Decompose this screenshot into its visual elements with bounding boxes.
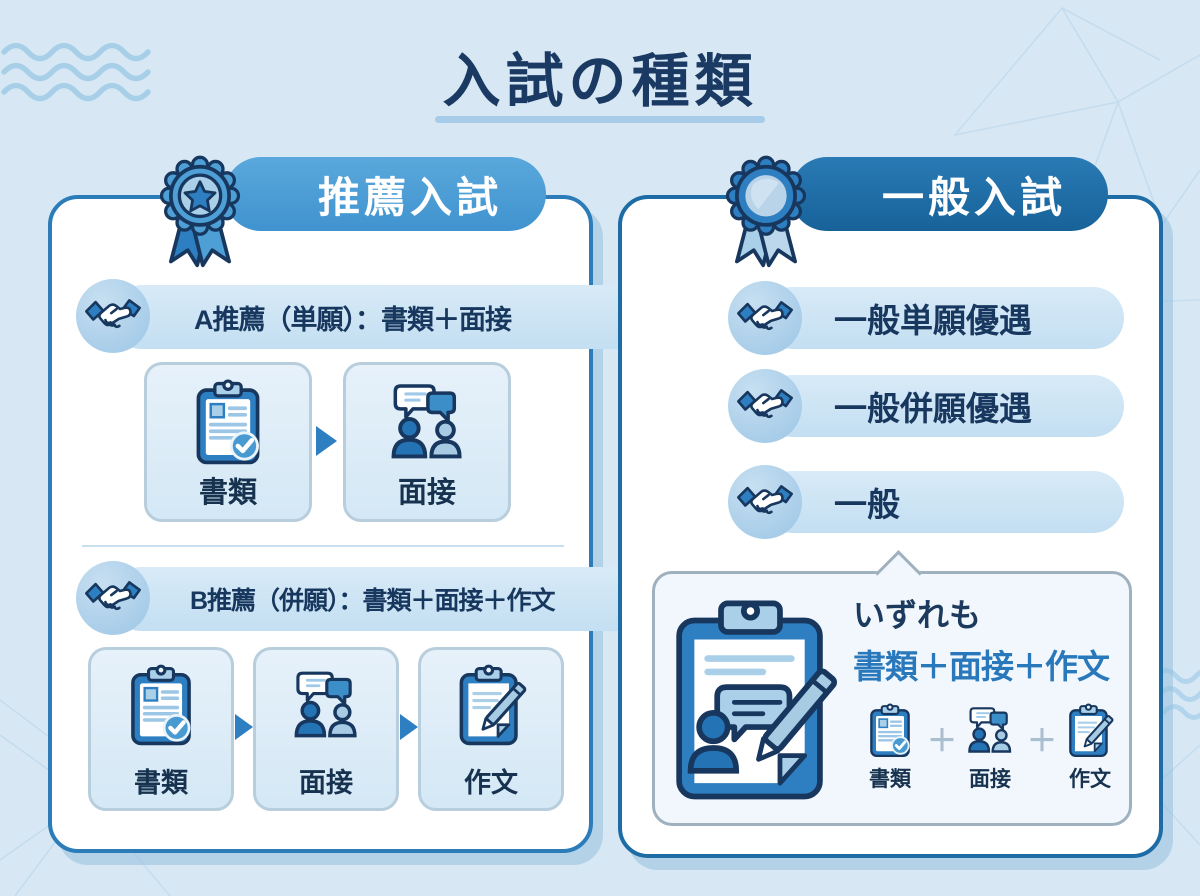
title-underline [435,116,765,123]
step-label: 作文 [464,768,518,798]
step-label: 書類 [134,768,188,798]
general-header-pill: 一般入試 [790,157,1108,231]
section-b-label: B推薦（併願）：書類＋面接＋作文 [190,587,556,615]
mini-step-interview: 面接 [953,702,1027,793]
option-label: 一般併願優遇 [834,390,1032,427]
callout-steps: 書類 ＋ 面接 ＋ 作文 [853,702,1129,793]
interview-icon [287,662,365,750]
handshake-badge [728,369,802,443]
section-a-pill: A推薦（単願）：書類＋面接 [110,285,652,349]
flow-arrow-icon [316,426,337,456]
mini-step-label: 書類 [869,768,911,791]
step-label: 面接 [397,477,456,509]
recommendation-header-label: 推薦入試 [317,173,502,221]
step-card-interview: 面接 [253,647,399,811]
page-title: 入試の種類 [442,49,758,114]
flow-arrow-icon [235,714,253,740]
option-pill: 一般併願優遇 [762,375,1124,437]
general-header-label: 一般入試 [881,173,1066,221]
recommendation-header-pill: 推薦入試 [224,157,546,231]
callout-box: いずれも 書類＋面接＋作文 書類 ＋ 面接 ＋ 作文 [652,550,1132,826]
handshake-icon [736,377,794,435]
step-card-interview: 面接 [343,362,511,522]
section-a-label: A推薦（単願）：書類＋面接 [194,304,512,335]
recommendation-panel: 推薦入試 A推薦（単願）：書類＋面接 書類 面接 B推薦（併願）：書類＋面接＋作… [48,155,652,853]
handshake-icon [84,287,142,345]
step-label: 面接 [299,768,353,798]
step-card-documents: 書類 [88,647,234,811]
callout-formula: 書類＋面接＋作文 [853,648,1110,685]
handshake-badge [728,281,802,355]
section-divider [82,545,564,547]
handshake-icon [736,289,794,347]
handshake-badge [76,561,150,635]
handshake-badge [728,465,802,539]
mini-step-label: 面接 [969,768,1011,791]
document-check-icon [122,662,200,750]
mini-step-essay: 作文 [1053,702,1127,793]
callout-content: いずれも 書類＋面接＋作文 書類 ＋ 面接 ＋ 作文 [853,590,1129,793]
interview-icon [963,702,1017,760]
plus-separator: ＋ [927,725,957,758]
essay-icon [452,662,530,750]
document-check-icon [184,377,272,469]
option-label: 一般 [834,486,900,523]
option-label: 一般単願優遇 [834,302,1032,339]
option-pill: 一般単願優遇 [762,287,1124,349]
handshake-icon [736,473,794,531]
callout-heading: いずれも [853,597,982,633]
step-card-documents: 書類 [144,362,312,522]
option-pill: 一般 [762,471,1124,533]
interview-icon [383,377,471,469]
plus-separator: ＋ [1027,725,1057,758]
section-b-pill: B推薦（併願）：書類＋面接＋作文 [110,567,652,631]
wave-lines-icon [1153,668,1200,720]
star-rosette-icon [159,155,241,268]
general-panel: 一般入試 一般単願優遇 一般併願優遇 一般 いずれも 書類＋面接＋作文 書類 ＋ [618,155,1163,858]
mini-step-documents: 書類 [853,702,927,793]
handshake-badge [76,279,150,353]
document-check-icon [863,702,917,760]
wave-lines-icon [1,42,151,102]
step-label: 書類 [198,477,257,509]
essay-icon [1063,702,1117,760]
step-card-essay: 作文 [418,647,564,811]
mini-step-label: 作文 [1069,768,1111,791]
handshake-icon [84,569,142,627]
medal-rosette-icon [725,155,807,268]
application-review-icon [669,592,851,806]
flow-arrow-icon [400,714,418,740]
